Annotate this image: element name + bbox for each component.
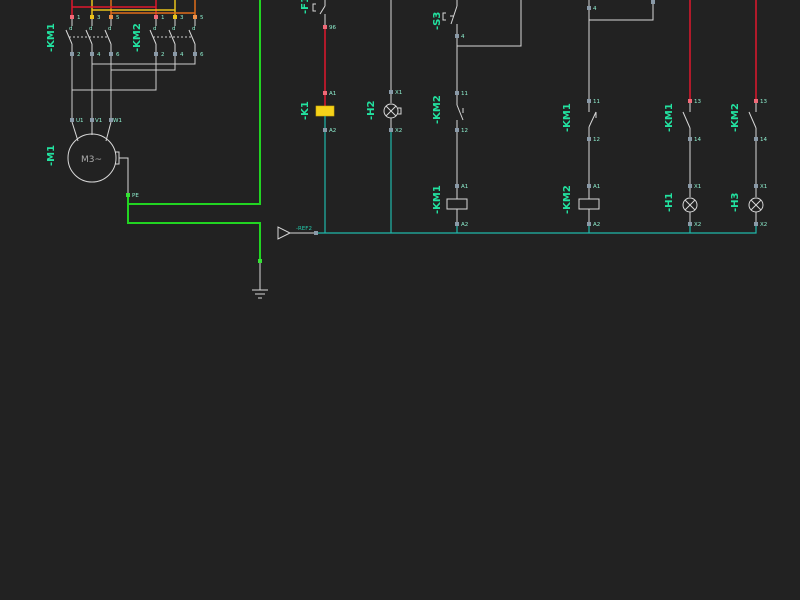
svg-text:A1: A1 bbox=[461, 184, 468, 190]
control-circuit: -REF2 96 -F1 A1 A2 -K1 bbox=[277, 0, 767, 240]
svg-text:1: 1 bbox=[77, 15, 81, 21]
motor-label: M3~ bbox=[81, 155, 102, 165]
k1-tag: -K1 bbox=[300, 101, 311, 120]
signal-reference[interactable]: -REF2 bbox=[277, 226, 318, 240]
svg-text:12: 12 bbox=[461, 128, 468, 134]
svg-text:13: 13 bbox=[760, 99, 767, 105]
svg-text:4: 4 bbox=[180, 52, 184, 58]
km2-signal-contact[interactable]: 13 14 bbox=[748, 0, 767, 185]
svg-text:14: 14 bbox=[694, 137, 701, 143]
svg-text:A1: A1 bbox=[593, 184, 600, 190]
f1-overload-contact[interactable]: 96 bbox=[312, 0, 336, 91]
svg-text:2: 2 bbox=[77, 52, 81, 58]
km1-interlock-tag: -KM1 bbox=[562, 103, 573, 132]
motor-m1[interactable]: U1 V1 W1 M3~ PE bbox=[67, 118, 139, 199]
svg-text:6: 6 bbox=[116, 52, 120, 58]
km2-interlock-tag: -KM2 bbox=[432, 95, 443, 124]
h1-tag: -H1 bbox=[664, 192, 675, 212]
km1-interlock-contact[interactable]: 4 11 12 bbox=[587, 0, 655, 185]
power-circuit: 1 3 5 d d d 2 4 6 -KM1 1 3 5 d d d 2 bbox=[46, 0, 268, 299]
svg-text:X1: X1 bbox=[694, 184, 701, 190]
km2-main-tag: -KM2 bbox=[132, 23, 143, 52]
svg-text:4: 4 bbox=[97, 52, 101, 58]
km1-signal-contact[interactable]: 13 14 bbox=[682, 0, 701, 185]
svg-text:4: 4 bbox=[593, 6, 597, 12]
km2-main-contacts[interactable]: 1 3 5 d d d 2 4 6 bbox=[149, 15, 204, 58]
km1-main-contacts[interactable]: 1 3 5 d d d 2 4 6 bbox=[65, 15, 120, 58]
k1-coil[interactable]: A1 A2 bbox=[315, 91, 336, 233]
svg-text:-REF2: -REF2 bbox=[296, 226, 312, 232]
svg-text:d: d bbox=[89, 26, 93, 32]
svg-text:PE: PE bbox=[132, 193, 139, 199]
s3-pushbutton[interactable]: 4 bbox=[442, 0, 522, 47]
h2-lamp[interactable]: X1 X2 bbox=[383, 0, 402, 233]
reversing-wiring bbox=[71, 56, 196, 118]
svg-text:11: 11 bbox=[593, 99, 600, 105]
km1-main-tag: -KM1 bbox=[46, 23, 57, 52]
svg-text:1: 1 bbox=[161, 15, 165, 21]
svg-text:96: 96 bbox=[329, 25, 336, 31]
km1-coil-tag: -KM1 bbox=[432, 185, 443, 214]
svg-text:X2: X2 bbox=[694, 222, 701, 228]
svg-text:W1: W1 bbox=[113, 118, 122, 124]
m1-tag: -M1 bbox=[46, 145, 57, 166]
km1-signal-tag: -KM1 bbox=[664, 103, 675, 132]
f1-tag: -F1 bbox=[300, 0, 311, 14]
svg-text:6: 6 bbox=[200, 52, 204, 58]
svg-text:A1: A1 bbox=[329, 91, 336, 97]
svg-text:d: d bbox=[69, 26, 73, 32]
svg-text:X1: X1 bbox=[395, 90, 402, 96]
k1-coil-body bbox=[315, 105, 335, 117]
svg-text:3: 3 bbox=[97, 15, 101, 21]
h3-lamp[interactable]: X1 X2 bbox=[748, 184, 767, 228]
svg-text:5: 5 bbox=[200, 15, 204, 21]
svg-text:13: 13 bbox=[694, 99, 701, 105]
h3-tag: -H3 bbox=[730, 192, 741, 212]
svg-text:A2: A2 bbox=[329, 128, 336, 134]
motor-circle bbox=[67, 133, 117, 183]
svg-text:d: d bbox=[172, 26, 176, 32]
earth-wiring bbox=[127, 0, 268, 299]
svg-text:d: d bbox=[108, 26, 112, 32]
svg-text:4: 4 bbox=[461, 34, 465, 40]
svg-text:d: d bbox=[192, 26, 196, 32]
svg-text:d: d bbox=[153, 26, 157, 32]
svg-text:A2: A2 bbox=[593, 222, 600, 228]
h1-lamp[interactable]: X1 X2 bbox=[682, 184, 701, 233]
svg-text:X1: X1 bbox=[760, 184, 767, 190]
s3-tag: -S3 bbox=[432, 12, 443, 30]
km1-coil[interactable]: A1 A2 bbox=[446, 184, 468, 233]
svg-text:12: 12 bbox=[593, 137, 600, 143]
svg-text:3: 3 bbox=[180, 15, 184, 21]
svg-text:11: 11 bbox=[461, 91, 468, 97]
km2-interlock-contact[interactable]: 11 12 bbox=[455, 46, 468, 185]
svg-text:X2: X2 bbox=[760, 222, 767, 228]
svg-text:2: 2 bbox=[161, 52, 165, 58]
svg-text:V1: V1 bbox=[95, 118, 102, 124]
km2-coil-tag: -KM2 bbox=[562, 185, 573, 214]
h2-tag: -H2 bbox=[366, 100, 377, 120]
svg-text:U1: U1 bbox=[76, 118, 84, 124]
control-bus bbox=[316, 224, 757, 234]
svg-text:14: 14 bbox=[760, 137, 767, 143]
svg-text:A2: A2 bbox=[461, 222, 468, 228]
km2-coil[interactable]: A1 A2 bbox=[578, 184, 600, 233]
svg-text:X2: X2 bbox=[395, 128, 402, 134]
svg-text:5: 5 bbox=[116, 15, 120, 21]
km2-signal-tag: -KM2 bbox=[730, 103, 741, 132]
